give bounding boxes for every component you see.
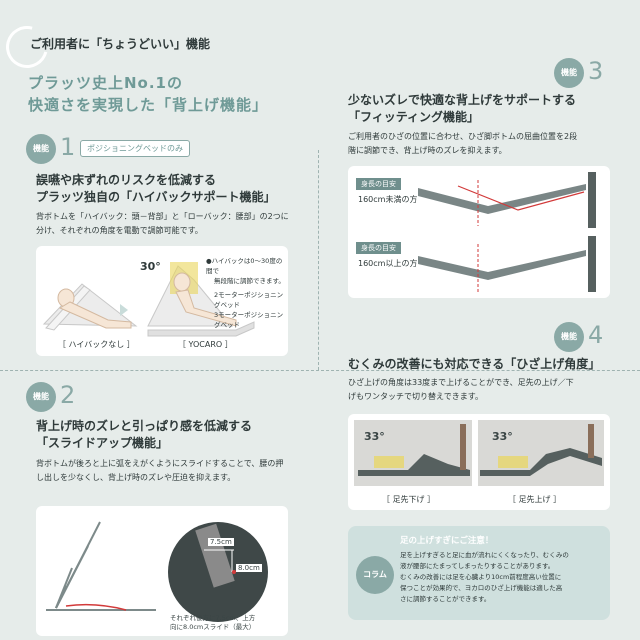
column-line4: 保つことが効果的で、ヨカロのひざ上げ機能は適した高 [400,584,563,592]
feature1-caption-left: ［ ハイバックなし ］ [58,340,135,349]
column-divider [318,150,319,370]
feature4-body2: げもワンタッチで切り替えできます。 [348,392,483,401]
feature3-body1: ご利用者のひざの位置に合わせ、ひざ脚ボトムの屈曲位置を2段 [348,132,578,141]
feature1-body1: 背ボトムを「ハイバック：頭－背部」と「ローバック：腰部」の2つに [36,212,289,221]
feature4-badge: 機能 [554,322,584,352]
fitting-diagram [418,172,596,294]
knee-angle-diagram [354,420,604,486]
feature1-note3: 2モーターポジショニングベッド [214,291,284,309]
headline-line2: 快適さを実現した「背上げ機能」 [28,96,269,114]
headline-line1: プラッツ史上No.1の [28,74,183,92]
column-line1: 足を上げすぎると足に血が流れにくくなったり、むくみの [400,551,569,559]
feature4-illustration-card: 33° 33° ［ 足先下げ ］ ［ 足先上げ ］ [348,414,610,510]
column-label: コラム [356,556,394,594]
feature2-illustration-card: 7.5cm 8.0cm それぞれ後方に7.5cm、上方 向に8.0cmスライド（… [36,506,288,636]
height-label-1: 身長の目安 [356,178,401,190]
column-title: 足の上げすぎにご注意！ [400,536,494,546]
page-header: ご利用者に「ちょうどいい」機能 [30,37,211,51]
column-line2: 液が腰部にたまってしまったりすることがあります。 [400,562,555,570]
feature1-caption-right: ［ YOCARO ］ [178,340,233,349]
feature4-caption-right: ［ 足先上げ ］ [508,495,562,504]
feature2-caption: それぞれ後方に7.5cm、上方 向に8.0cmスライド（最大） [170,614,255,632]
feature4-angle-right: 33° [492,430,513,443]
feature3-illustration-card: 身長の目安 160cm未満の方 身長の目安 160cm以上の方 [348,166,610,298]
feature1-badge: 機能 [26,134,56,164]
feature2-body2: 抑えます。 [196,473,236,482]
feature4-angle-left: 33° [364,430,385,443]
feature1-title2: プラッツ独自の「ハイバックサポート機能」 [36,190,276,204]
feature2-title2: 「スライドアップ機能」 [36,436,169,450]
feature1-number: 1 [60,133,76,161]
feature1-tag: ポジショニングベッドのみ [80,140,190,157]
row-divider [0,370,640,371]
feature2-body1: 背ボトムが後ろと上に弧をえがくようにスライドすることで、腰の押し出しを少なくし、… [36,459,284,482]
feature4-body1: ひざ上げの角度は33度まで上げることができ、足先の上げ／下 [348,378,574,387]
feature3-title2: 「フィッティング機能」 [348,110,480,124]
feature1-title1: 誤嚥や床ずれのリスクを低減する [36,173,217,187]
feature1-note2: 無段階に調節できます。 [214,277,285,285]
column-box: コラム 足の上げすぎにご注意！ 足を上げすぎると足に血が流れにくくなったり、むく… [348,526,610,620]
measure-8cm: 8.0cm [236,564,262,572]
feature2-caption1: それぞれ後方に7.5cm、上方 [170,614,256,622]
feature3-badge: 機能 [554,58,584,88]
feature1-note4: 3モーターポジショニングベッド [214,311,284,329]
feature1-body2: 分け、それぞれの角度を電動で調節可能です。 [36,226,203,235]
feature2-badge: 機能 [26,382,56,412]
feature4-caption-left: ［ 足先下げ ］ [382,495,436,504]
column-body: 足を上げすぎると足に血が流れにくくなったり、むくみの 液が腰部にたまってしまった… [400,550,606,605]
slide-up-diagram [46,521,268,622]
height-under-160: 160cm未満の方 [358,195,418,204]
feature1-illustration-card: 30° ●ハイバックは0～30度の間で 無段階に調節できます。 2モーターポジシ… [36,246,288,356]
height-over-160: 160cm以上の方 [358,259,418,268]
feature4-number: 4 [588,321,604,349]
measure-7-5cm: 7.5cm [208,538,234,546]
column-line3: むくみの改善には足を心臓より10cm前程度高い位置に [400,573,562,581]
feature2-number: 2 [60,381,76,409]
feature4-title: むくみの改善にも対応できる「ひざ上げ角度」 [348,357,601,371]
column-line5: さに調節することができます。 [400,595,491,603]
bed-posture-illustration [42,262,255,337]
feature3-title1: 少ないズレで快適な背上げをサポートする [348,93,577,107]
feature2-caption2: 向に8.0cmスライド（最大） [170,623,256,631]
feature3-number: 3 [588,57,604,85]
feature1-notes: ●ハイバックは0～30度の間で 無段階に調節できます。 2モーターポジショニング… [206,256,288,330]
feature2-body: 背ボトムが後ろと上に弧をえがくようにスライドすることで、腰の押し出しを少なくし、… [36,457,284,485]
height-label-2: 身長の目安 [356,242,401,254]
feature2-title1: 背上げ時のズレと引っぱり感を低減する [36,419,253,433]
feature3-body2: 階に調節でき、背上げ時のズレを抑えます。 [348,146,507,155]
feature1-note1: ●ハイバックは0～30度の間で [206,257,283,275]
feature1-angle: 30° [140,260,161,273]
